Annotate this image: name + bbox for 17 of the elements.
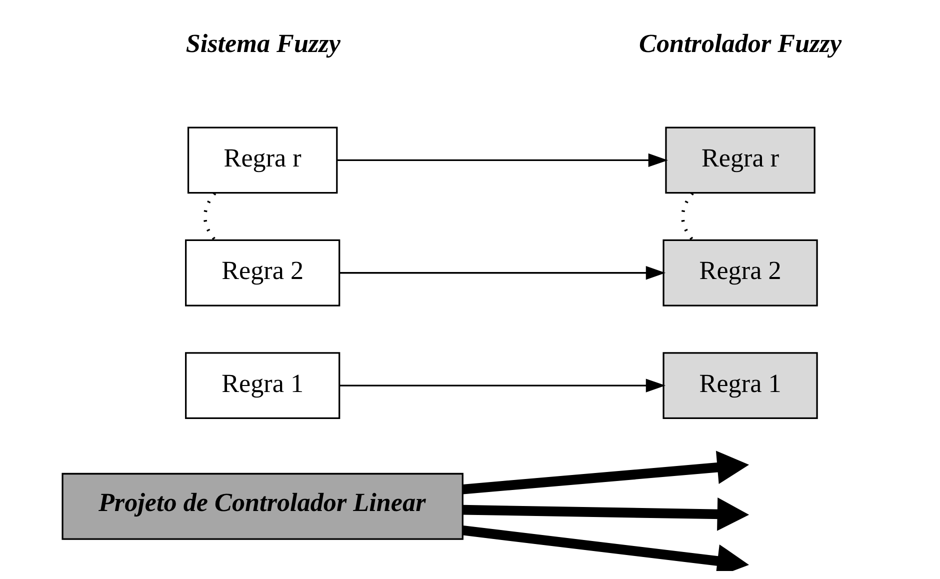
node-box: Regra 1 (185, 352, 340, 420)
arrow (462, 450, 750, 494)
node-box: Regra 1 (662, 352, 818, 420)
arrow (462, 498, 750, 531)
connector (203, 192, 216, 241)
node-box: Regra 2 (185, 239, 340, 306)
node-box: Regra r (187, 126, 338, 194)
node-box: Regra r (665, 126, 816, 194)
label: Controlador Fuzzy (639, 29, 842, 58)
connector (681, 192, 694, 241)
arrow (339, 378, 666, 392)
arrow (339, 266, 666, 280)
arrow (462, 525, 749, 571)
arrow (337, 153, 668, 168)
node-box: Projeto de Controlador Linear (62, 472, 464, 540)
node-box: Regra 2 (662, 239, 818, 306)
label: Sistema Fuzzy (186, 29, 340, 58)
